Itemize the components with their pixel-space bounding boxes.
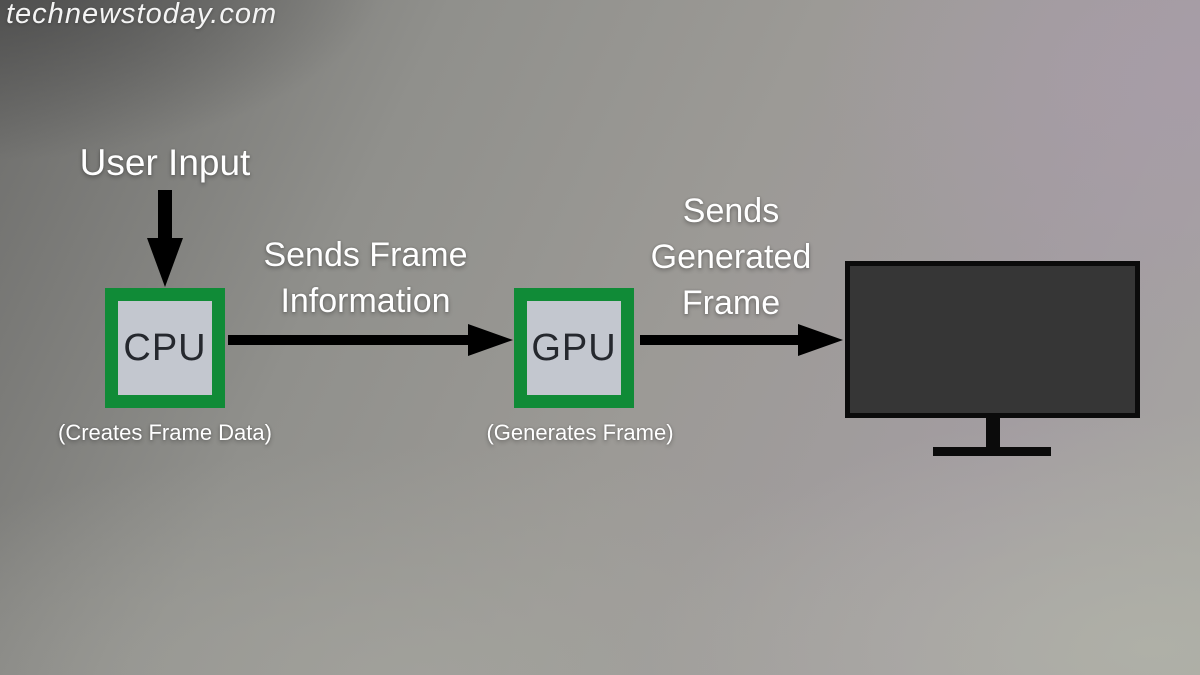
monitor-screen (845, 261, 1140, 418)
cpu-to-gpu-arrow (228, 324, 513, 356)
cpu-caption: (Creates Frame Data) (58, 420, 272, 445)
gpu-to-monitor-label: Sends Generated Frame (616, 188, 846, 326)
gpu-to-monitor-arrow (640, 324, 843, 356)
gpu-to-monitor-label-line3: Frame (681, 284, 781, 322)
cpu-label: CPU (118, 301, 212, 395)
cpu-node: CPU (105, 288, 225, 408)
monitor-stand-neck (986, 418, 1000, 449)
user-input-arrow (147, 190, 183, 287)
user-input-label: User Input (79, 142, 251, 183)
watermark: technewstoday.com (6, 0, 278, 30)
cpu-to-gpu-label: Sends Frame Information (218, 232, 513, 324)
gpu-to-monitor-label-line2: Generated (650, 238, 812, 276)
gpu-label: GPU (527, 301, 621, 395)
gpu-to-monitor-label-line1: Sends (682, 192, 780, 230)
gpu-caption: (Generates Frame) (486, 420, 674, 445)
cpu-to-gpu-label-line1: Sends Frame (263, 236, 468, 274)
cpu-to-gpu-label-line2: Information (280, 282, 451, 320)
gpu-node: GPU (514, 288, 634, 408)
monitor-stand-base (933, 447, 1051, 456)
